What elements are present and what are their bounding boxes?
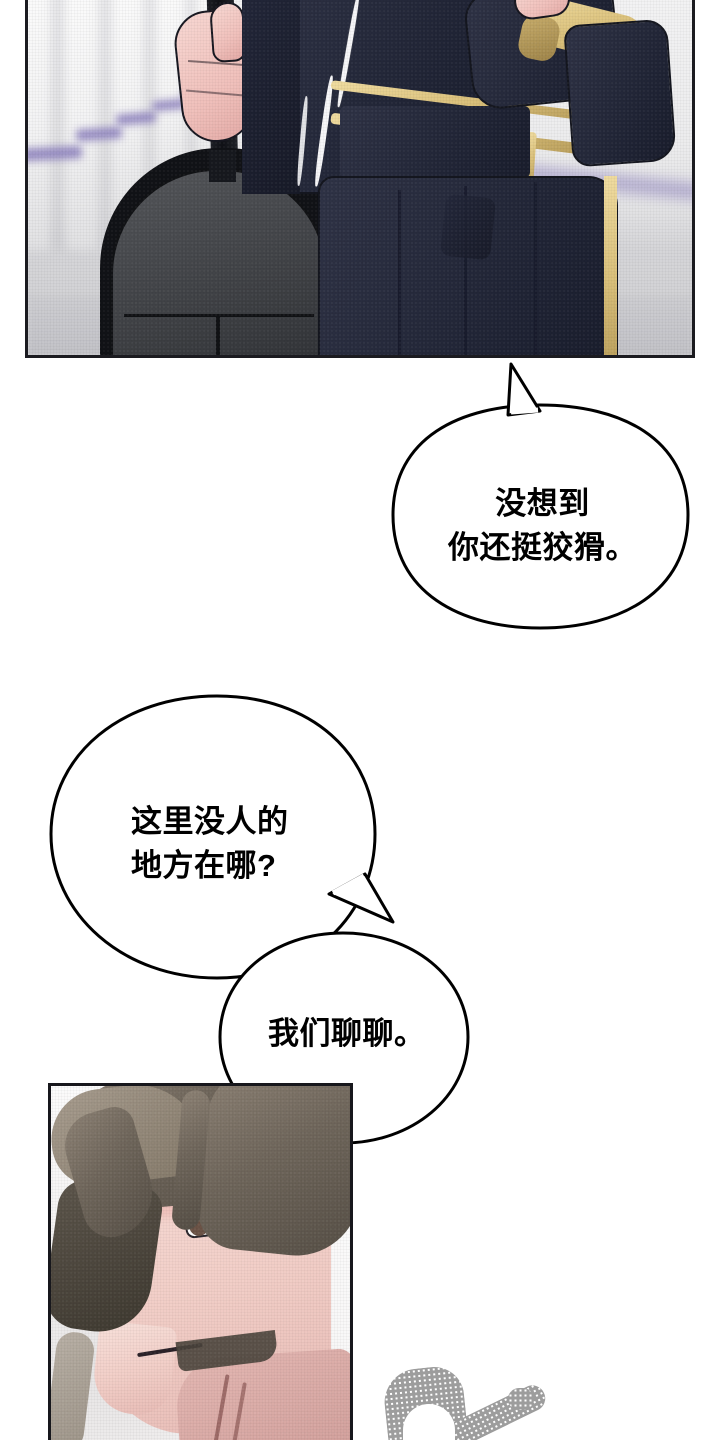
speech-bubble-1 — [391, 362, 690, 630]
halftone-counter-shape — [403, 1404, 455, 1440]
background-pillar-gap — [52, 0, 66, 250]
bubble-2-body — [49, 694, 377, 980]
speech-bubble-3-text: 我们聊聊。 — [268, 1016, 426, 1051]
background-pillar-gap — [100, 0, 113, 250]
uniform-coat-shadow — [242, 0, 300, 194]
background-pillar — [66, 0, 100, 250]
speech-bubble-1-text: 没想到 你还挺狡猾。 — [448, 486, 637, 566]
uniform-arm — [563, 18, 677, 168]
trouser-fold — [398, 190, 401, 355]
speech-bubble-2 — [49, 694, 395, 980]
trouser-shadow — [439, 193, 497, 261]
belt-inner-panel — [340, 106, 530, 178]
hair-side — [193, 1086, 350, 1262]
trouser-fold — [534, 182, 537, 355]
bubble-1-tail-join — [510, 407, 539, 415]
shield-line — [216, 314, 220, 355]
shield-mount — [209, 150, 236, 182]
bubble-1-body — [391, 403, 690, 630]
panel-top — [25, 0, 695, 358]
panel-bottom — [48, 1083, 353, 1440]
speech-bubble-2-text: 这里没人的 地方在哪? — [131, 804, 289, 884]
bubble-2-tail-join — [331, 873, 366, 896]
bubble-1-tail — [506, 362, 542, 417]
background-pillar — [28, 0, 52, 250]
trouser-gold-stripe — [604, 176, 617, 355]
halftone-decoration-dot — [508, 1388, 534, 1410]
trouser-fold — [464, 186, 467, 355]
